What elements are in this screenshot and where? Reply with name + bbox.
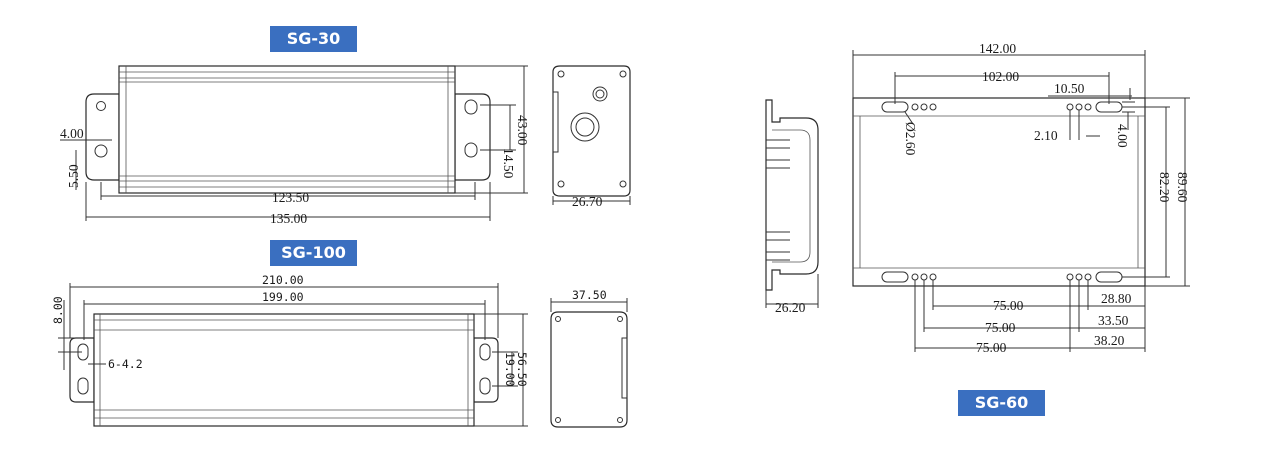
sg100-dim-199-00: 199.00 bbox=[262, 290, 304, 304]
sg60-dim-28-80: 28.80 bbox=[1101, 291, 1132, 306]
label-sg60: SG-60 bbox=[958, 390, 1045, 416]
sg100-dim-37-50: 37.50 bbox=[572, 288, 607, 302]
sg30-dim-43-00: 43.00 bbox=[515, 115, 530, 146]
sg60-dim-75-00-b: 75.00 bbox=[985, 320, 1016, 335]
sg60-dim-89-60: 89.60 bbox=[1175, 172, 1190, 203]
sg60-dim-2-10: 2.10 bbox=[1034, 128, 1058, 143]
sg60-dim-102-00: 102.00 bbox=[982, 69, 1019, 84]
sg60-dim-38-20: 38.20 bbox=[1094, 333, 1125, 348]
sg30-dim-14-50: 14.50 bbox=[501, 148, 516, 179]
sg100-dim-19-00: 19.00 bbox=[503, 352, 517, 387]
sg60-dim-142-00: 142.00 bbox=[979, 41, 1016, 56]
sg30-dim-26-70: 26.70 bbox=[572, 194, 603, 209]
sg100-front-view bbox=[58, 283, 528, 427]
sg30-side-view bbox=[552, 65, 631, 205]
label-sg30: SG-30 bbox=[270, 26, 357, 52]
sg60-dim-33-50: 33.50 bbox=[1098, 313, 1129, 328]
sg60-dim-10-50: 10.50 bbox=[1054, 81, 1085, 96]
sg60-dim-82-20: 82.20 bbox=[1157, 172, 1172, 203]
sg60-dim-75-00-c: 75.00 bbox=[976, 340, 1007, 355]
sg30-front-view bbox=[60, 65, 528, 221]
sg60-top-view bbox=[852, 50, 1190, 352]
sg100-dim-6-4-2: 6-4.2 bbox=[108, 357, 143, 371]
sg30-dim-135-00: 135.00 bbox=[270, 211, 307, 226]
sg30-dim-5-50: 5.50 bbox=[66, 164, 81, 188]
sg60-dim-75-00-a: 75.00 bbox=[993, 298, 1024, 313]
sg60-profile-view bbox=[765, 99, 819, 308]
sg60-dim-2-60: Ø2.60 bbox=[903, 122, 918, 156]
label-sg100: SG-100 bbox=[270, 240, 357, 266]
sg60-dim-4-00: 4.00 bbox=[1115, 124, 1130, 148]
sg30-dim-123-50: 123.50 bbox=[272, 190, 309, 205]
sg30-dim-4-00: 4.00 bbox=[60, 126, 84, 141]
sg100-side-view bbox=[550, 298, 628, 428]
sg60-dim-26-20: 26.20 bbox=[775, 300, 806, 315]
sg100-dim-8-00: 8.00 bbox=[51, 296, 65, 324]
sg100-dim-210-00: 210.00 bbox=[262, 273, 304, 287]
sg100-dim-56-50: 56.50 bbox=[515, 352, 529, 387]
